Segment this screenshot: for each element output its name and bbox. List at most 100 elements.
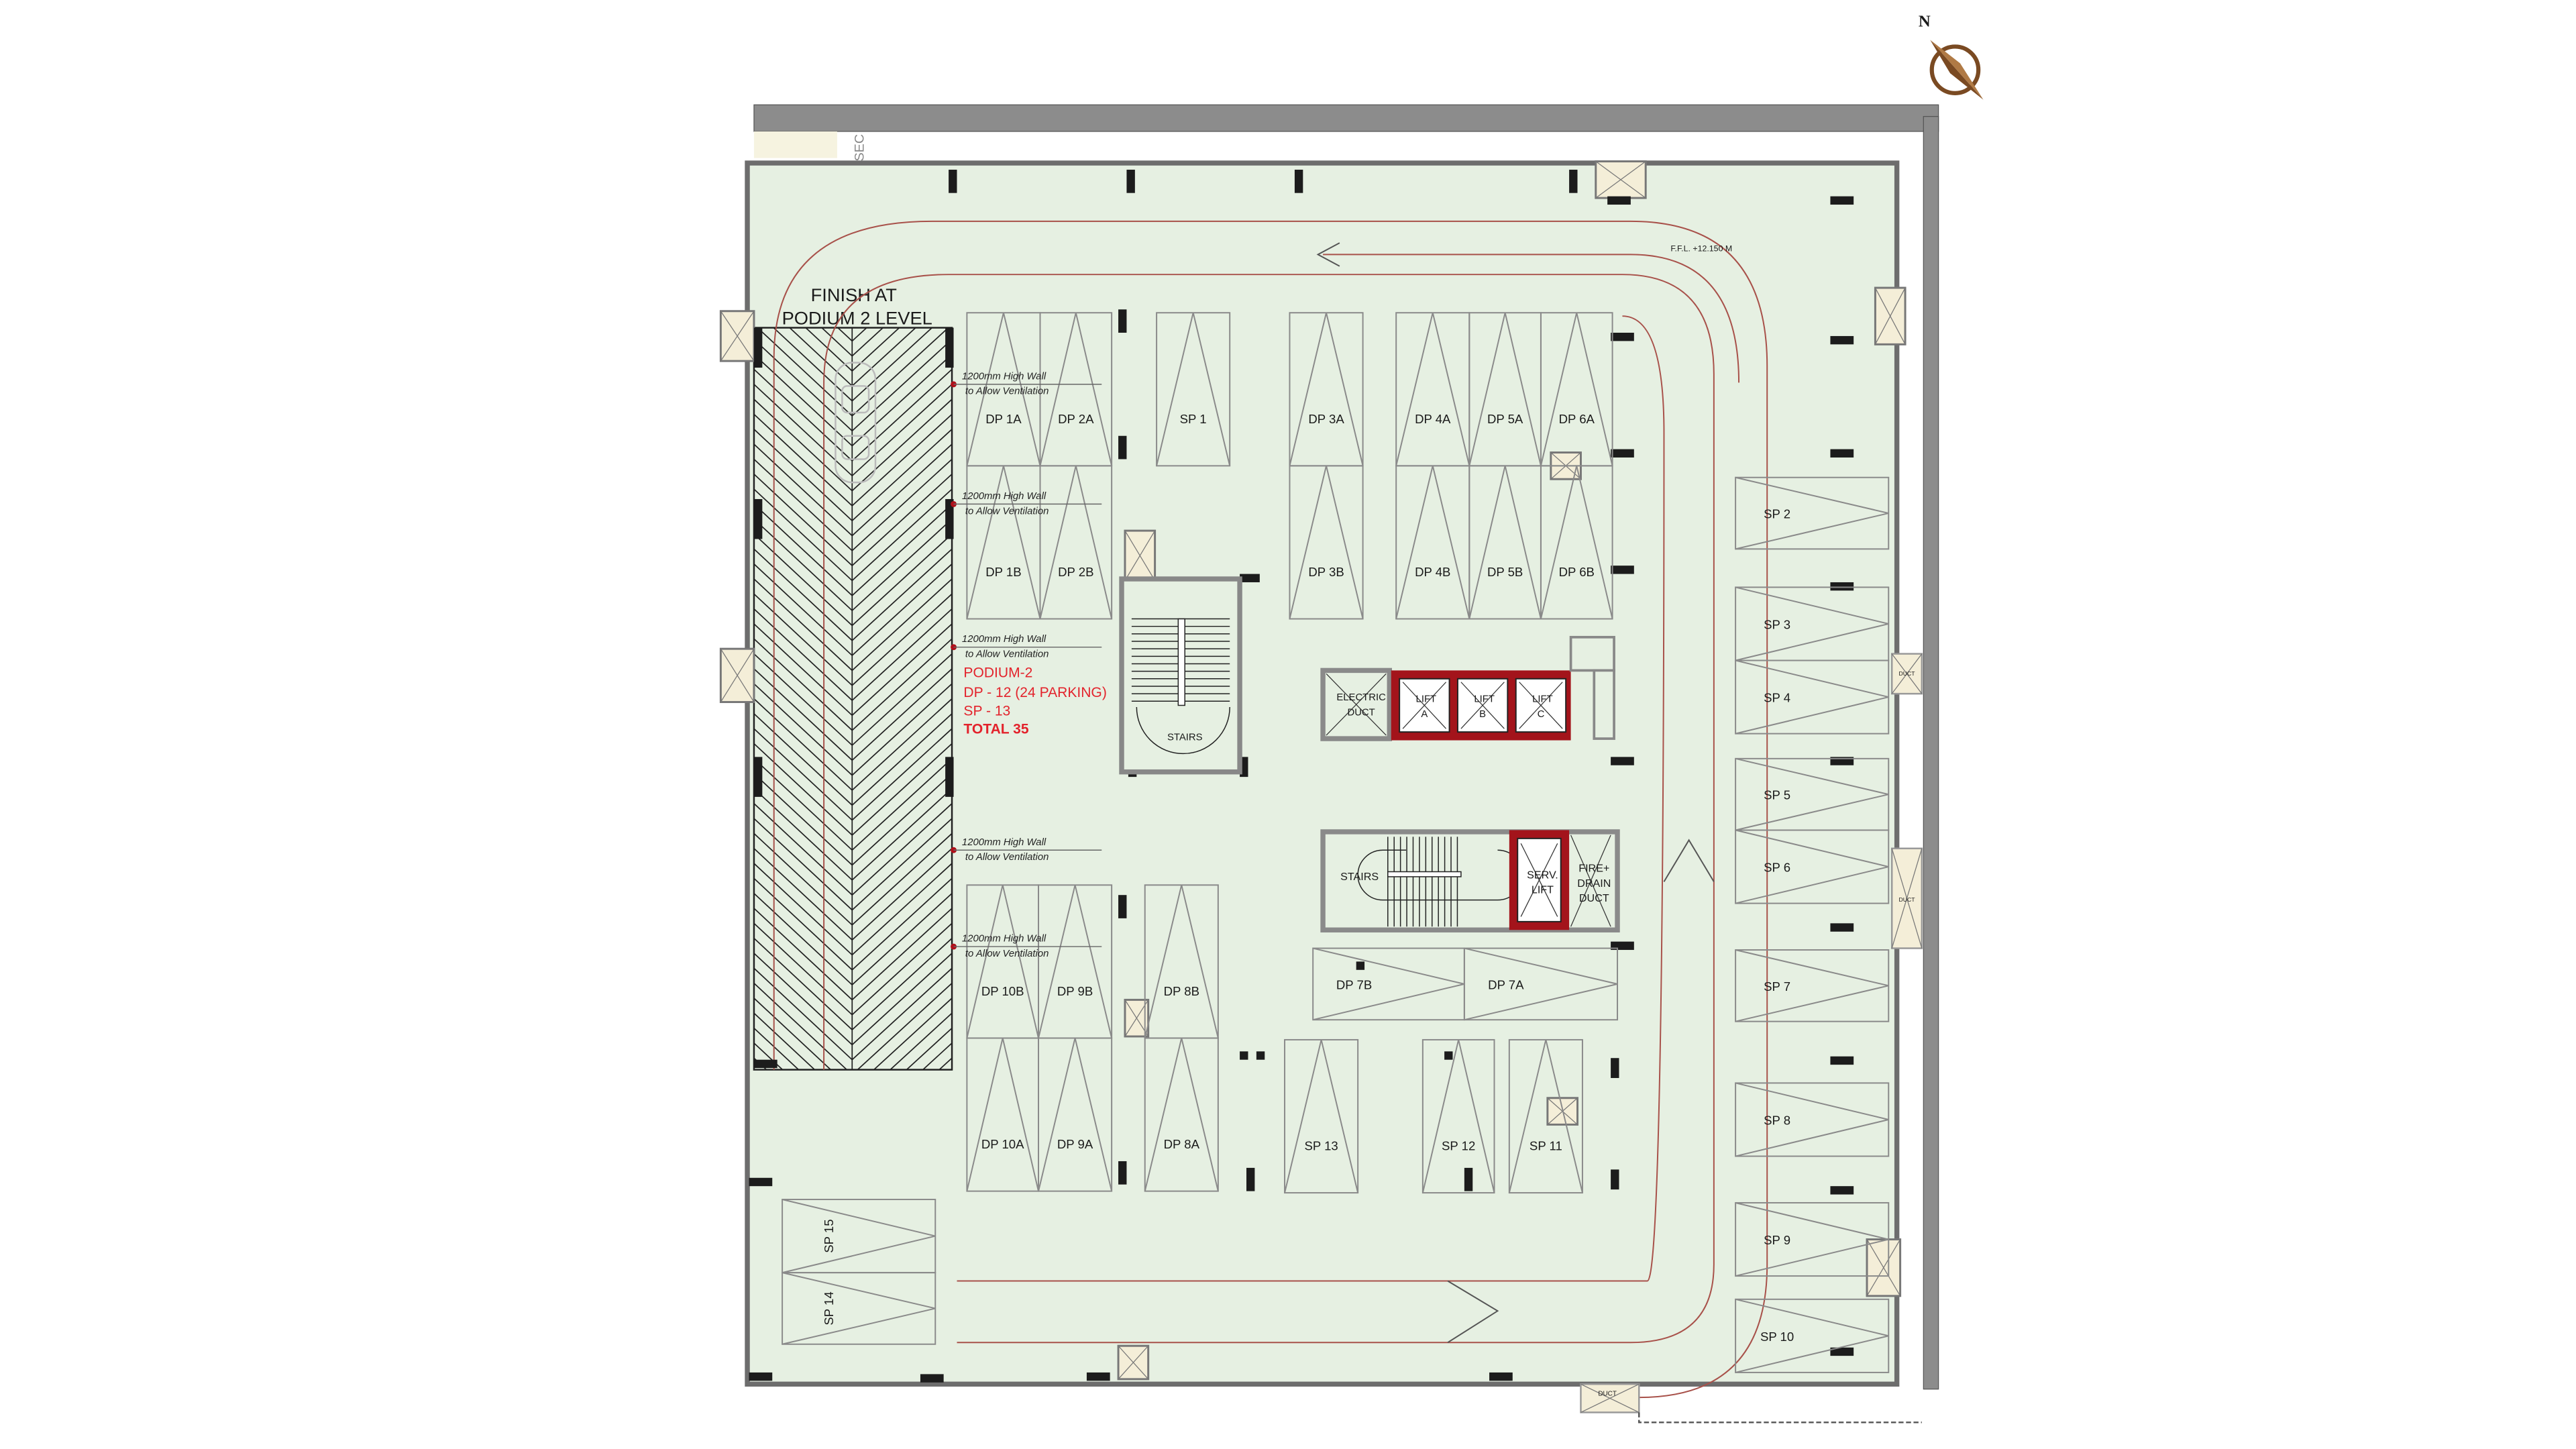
note-line1: 1200mm High Wall bbox=[962, 837, 1046, 848]
right-boundary-strip bbox=[1923, 115, 1939, 1390]
arrow-right-icon bbox=[1447, 1280, 1499, 1344]
parking-stall: DP 3B bbox=[1289, 465, 1364, 620]
stairs-label-2: STAIRS bbox=[1340, 871, 1379, 883]
stall-label: DP 5B bbox=[1487, 565, 1523, 579]
column bbox=[749, 1177, 773, 1187]
stall-label: DP 2B bbox=[1058, 565, 1093, 579]
column bbox=[1118, 435, 1127, 460]
column bbox=[1611, 1169, 1619, 1190]
north-compass-icon: N bbox=[1919, 13, 1984, 100]
ventilation-note: 1200mm High Wall to Allow Ventilation bbox=[951, 934, 1102, 959]
parking-stall: SP 12 bbox=[1421, 1038, 1495, 1194]
stall-label: DP 1B bbox=[985, 565, 1021, 579]
column bbox=[1607, 196, 1631, 205]
column bbox=[945, 757, 954, 797]
car-icon bbox=[835, 362, 877, 484]
duct-label: DUCT bbox=[1598, 1391, 1617, 1398]
stall-label: SP 7 bbox=[1764, 979, 1790, 994]
parking-stall: DP 6B bbox=[1540, 465, 1613, 620]
note-line1: 1200mm High Wall bbox=[962, 491, 1046, 502]
column bbox=[753, 757, 763, 797]
note-line1: 1200mm High Wall bbox=[962, 634, 1046, 645]
parking-stall: DP 9A bbox=[1038, 1037, 1113, 1192]
stairs-label: STAIRS bbox=[1167, 733, 1203, 743]
stall-label: SP 15 bbox=[822, 1219, 836, 1252]
stall-label: DP 1A bbox=[985, 412, 1022, 426]
stall-label: DP 7B bbox=[1336, 977, 1372, 991]
parking-stall: SP 14 bbox=[782, 1272, 936, 1345]
parking-stall: SP 6 bbox=[1735, 829, 1890, 904]
stall-label: DP 3B bbox=[1308, 565, 1344, 579]
parking-stall: SP 13 bbox=[1284, 1038, 1359, 1194]
stall-label: SP 13 bbox=[1304, 1139, 1338, 1153]
stall-label: DP 9A bbox=[1057, 1137, 1093, 1151]
note-line2: to Allow Ventilation bbox=[965, 386, 1049, 397]
parking-stall: DP 4B bbox=[1395, 465, 1470, 620]
stall-label: SP 8 bbox=[1764, 1113, 1790, 1127]
summary-sp: SP - 13 bbox=[963, 703, 1010, 718]
lift-a-label: LIFT bbox=[1416, 694, 1437, 705]
column bbox=[1830, 1056, 1854, 1065]
column bbox=[1611, 1058, 1619, 1078]
column bbox=[945, 327, 954, 368]
parking-stall: DP 6A bbox=[1540, 312, 1613, 467]
duct-label: DUCT bbox=[1899, 670, 1916, 677]
lift-a-letter: A bbox=[1421, 709, 1428, 720]
stall-label: DP 3A bbox=[1308, 412, 1344, 426]
note-line1: 1200mm High Wall bbox=[962, 371, 1046, 382]
stall-label: DP 8B bbox=[1164, 984, 1199, 998]
column bbox=[1444, 1051, 1453, 1060]
stall-label: SP 12 bbox=[1442, 1139, 1475, 1153]
parking-stall: SP 10 bbox=[1735, 1298, 1890, 1373]
column bbox=[1240, 574, 1260, 582]
parking-stall: DP 7A bbox=[1463, 947, 1619, 1021]
arrow-left-icon bbox=[1316, 242, 1340, 267]
stall-label: DP 2A bbox=[1058, 412, 1094, 426]
column bbox=[1256, 1051, 1265, 1060]
column bbox=[1611, 757, 1634, 765]
stall-label: DP 10B bbox=[981, 984, 1024, 998]
column bbox=[1086, 1372, 1110, 1381]
stall-label: SP 10 bbox=[1760, 1330, 1794, 1344]
summary-total: TOTAL 35 bbox=[963, 722, 1028, 737]
parking-stall: SP 8 bbox=[1735, 1082, 1890, 1157]
fire-duct-label-2: DRAIN bbox=[1577, 877, 1611, 890]
parking-stalls: DP 1A DP 2A DP 1B DP 2B SP 1 DP 3A DP 3B DP 4A D… bbox=[782, 312, 1890, 1373]
column bbox=[1830, 335, 1854, 345]
lift-b-letter: B bbox=[1479, 709, 1486, 720]
column bbox=[1830, 449, 1854, 458]
parking-stall: SP 2 bbox=[1735, 476, 1890, 550]
stair-core-south: STAIRS SERV. LIFT FIRE+ DRAIN DUCT bbox=[1320, 829, 1620, 932]
parking-stall: DP 2B bbox=[1039, 465, 1113, 620]
parking-stall: SP 7 bbox=[1735, 949, 1890, 1022]
compass-label: N bbox=[1919, 13, 1931, 31]
column bbox=[1294, 169, 1303, 193]
column bbox=[949, 169, 957, 193]
note-line2: to Allow Ventilation bbox=[965, 949, 1049, 959]
column bbox=[1611, 332, 1634, 341]
summary-level: PODIUM-2 bbox=[963, 665, 1032, 680]
stall-label: SP 9 bbox=[1764, 1233, 1790, 1247]
note-line1: 1200mm High Wall bbox=[962, 934, 1046, 945]
column bbox=[1569, 169, 1578, 193]
column bbox=[1830, 1347, 1854, 1356]
column bbox=[1246, 1167, 1255, 1191]
fire-duct-label-3: DUCT bbox=[1579, 892, 1609, 904]
column bbox=[1126, 169, 1135, 193]
stall-label: SP 1 bbox=[1180, 412, 1207, 426]
column bbox=[1611, 566, 1634, 574]
stall-label: SP 2 bbox=[1764, 506, 1790, 521]
section-marker: SEC bbox=[853, 134, 867, 162]
note-line2: to Allow Ventilation bbox=[965, 852, 1049, 863]
column bbox=[1489, 1372, 1513, 1381]
column bbox=[753, 1059, 777, 1069]
ramp-area bbox=[753, 327, 953, 1071]
service-lift-label-2: LIFT bbox=[1532, 884, 1554, 896]
stall-label: SP 3 bbox=[1764, 617, 1790, 631]
duct-right-lower: DUCT bbox=[1890, 847, 1923, 949]
stall-label: DP 4A bbox=[1415, 412, 1451, 426]
lift-b-label: LIFT bbox=[1474, 694, 1495, 705]
